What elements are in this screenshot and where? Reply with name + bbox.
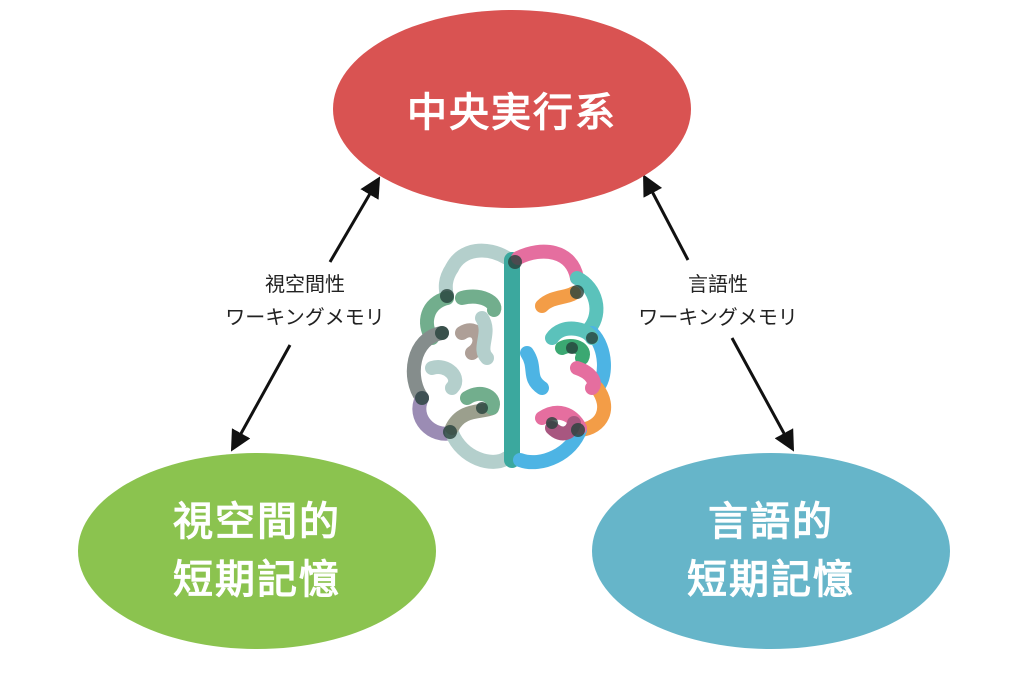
visuospatial-wm-line2: ワーキングメモリ (225, 305, 385, 329)
central-executive-node: 中央実行系 (333, 10, 691, 208)
visuospatial-stm-line1: 視空間的 (173, 499, 341, 545)
verbal-wm-line2: ワーキングメモリ (638, 305, 798, 329)
verbal-stm-line2: 短期記憶 (687, 557, 855, 603)
arrow-left-lower (230, 344, 292, 452)
verbal-stm-line1: 言語的 (708, 499, 834, 545)
visuospatial-wm-label: 視空間性 ワーキングメモリ (200, 268, 410, 334)
arrow-right-lower (730, 337, 795, 452)
verbal-wm-label: 言語性 ワーキングメモリ (613, 268, 823, 334)
verbal-wm-line1: 言語性 (688, 272, 748, 296)
visuospatial-stm-line2: 短期記憶 (173, 557, 341, 603)
arrow-right-upper (643, 174, 690, 261)
brain-icon (406, 243, 612, 470)
visuospatial-wm-line1: 視空間性 (265, 272, 345, 296)
central-executive-label: 中央実行系 (407, 90, 617, 136)
arrow-left-upper (328, 176, 381, 263)
visuospatial-stm-node: 視空間的 短期記憶 (78, 453, 436, 649)
verbal-stm-node: 言語的 短期記憶 (592, 453, 950, 649)
